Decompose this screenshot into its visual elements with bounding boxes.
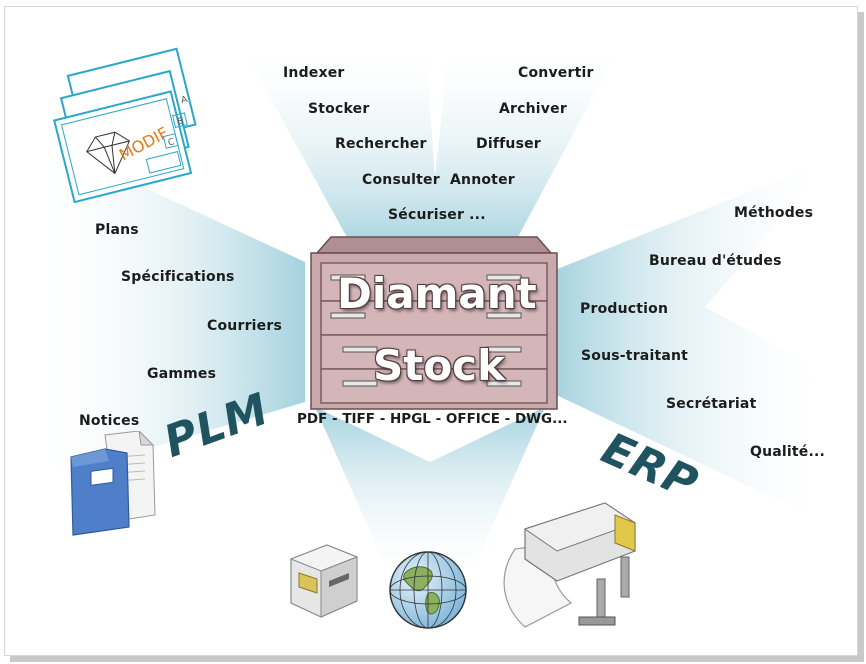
product-name-line2: Stock	[373, 341, 506, 390]
plm-item: Courriers	[207, 318, 282, 334]
plm-item: Notices	[79, 413, 140, 429]
function-label: Diffuser	[476, 136, 541, 152]
erp-item: Qualité...	[750, 444, 826, 460]
plm-item: Spécifications	[121, 269, 235, 285]
erp-item: Méthodes	[734, 205, 814, 221]
product-name-line1: Diamant	[337, 269, 537, 318]
plm-item: Plans	[95, 222, 139, 238]
plan-drawings-icon: C B A MODIF	[53, 47, 197, 204]
globe-icon	[389, 551, 467, 629]
function-label: Rechercher	[335, 136, 427, 152]
sheet-letter: C	[167, 137, 176, 148]
erp-item: Bureau d'études	[649, 253, 782, 269]
function-label: Stocker	[308, 101, 370, 117]
function-label: Indexer	[283, 65, 345, 81]
plotter-icon	[503, 502, 637, 628]
diagram-frame: Indexer Stocker Rechercher Consulter Con…	[4, 6, 858, 656]
function-label: Annoter	[450, 172, 515, 188]
supported-formats: PDF - TIFF - HPGL - OFFICE - DWG...	[297, 411, 568, 427]
sheet-letter: A	[180, 95, 189, 106]
beam-left	[35, 137, 305, 482]
function-label: Sécuriser ...	[388, 207, 486, 223]
light-beams	[35, 37, 835, 587]
erp-item: Sous-traitant	[581, 348, 689, 364]
filing-cabinet-icon	[310, 236, 558, 410]
function-label: Archiver	[499, 101, 567, 117]
beam-right	[550, 157, 835, 527]
sheet-letter: B	[176, 116, 184, 127]
beam-bottom	[315, 407, 545, 587]
function-label: Consulter	[362, 172, 440, 188]
plm-item: Gammes	[147, 366, 217, 382]
function-label: Convertir	[518, 65, 594, 81]
erp-item: Production	[580, 301, 669, 317]
erp-item: Secrétariat	[666, 396, 757, 412]
folder-documents-icon	[70, 431, 156, 536]
printer-icon	[289, 544, 359, 618]
beam-top	[237, 37, 625, 252]
